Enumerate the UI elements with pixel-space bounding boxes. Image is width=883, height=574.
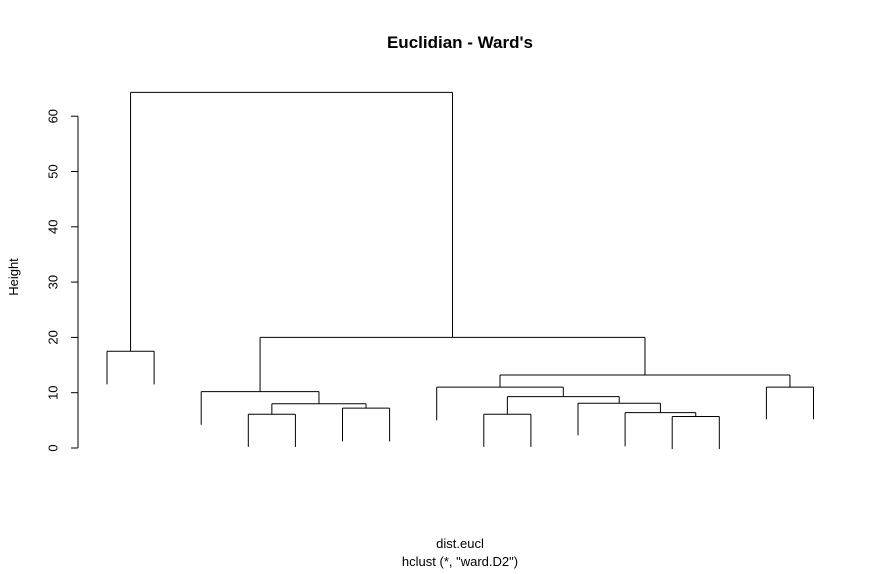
x-axis-label: dist.eucl [436, 536, 484, 551]
y-axis-label: Height [6, 258, 21, 296]
y-tick-label: 60 [46, 109, 61, 123]
chart-title: Euclidian - Ward's [387, 33, 533, 52]
y-tick-label: 0 [46, 444, 61, 451]
dendrogram-branches [106, 91, 814, 450]
chart-subtitle: hclust (*, "ward.D2") [402, 554, 518, 569]
y-tick-label: 50 [46, 164, 61, 178]
y-tick-label: 30 [46, 275, 61, 289]
y-tick-label: 10 [46, 385, 61, 399]
y-tick-label: 40 [46, 220, 61, 234]
y-tick-label: 20 [46, 330, 61, 344]
y-axis: 0 10 20 30 40 50 60 [46, 109, 79, 452]
